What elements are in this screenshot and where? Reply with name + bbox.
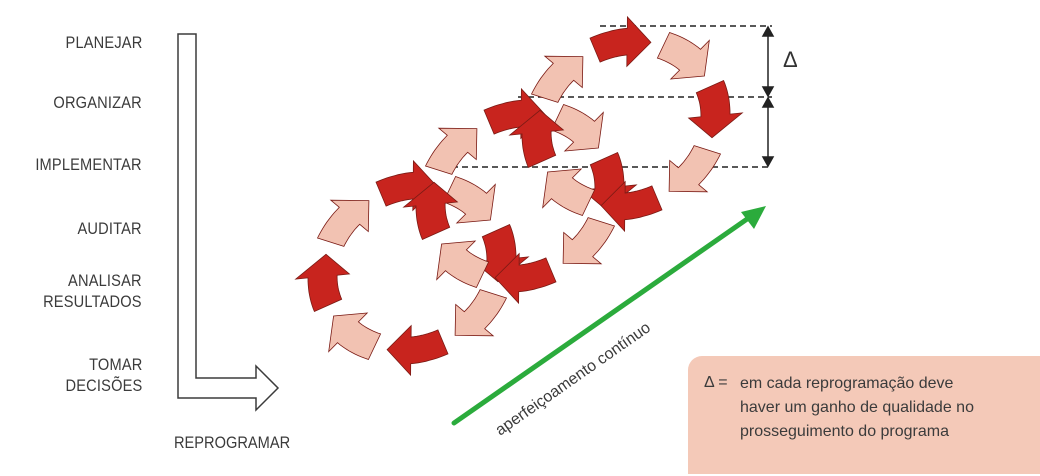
- cycle-3-arrow-6: [530, 55, 584, 103]
- improvement-arrow: [451, 206, 766, 426]
- cycle-2-arrow-6: [424, 127, 478, 175]
- cycle-2-arrow-3: [494, 252, 557, 305]
- cycle-1-arrow-3: [386, 324, 449, 377]
- note-box: Δ = em cada reprogramação deve haver um …: [688, 356, 1040, 474]
- delta-arrow-upper: [761, 25, 775, 98]
- cycle-2-arrow-8: [550, 104, 604, 152]
- cycle-1-arrow-6: [316, 199, 370, 247]
- delta-arrow-lower: [761, 96, 775, 168]
- cycle-1-arrow-5: [294, 253, 351, 313]
- cycle-2-arrow-5: [402, 181, 459, 241]
- cycle-3-arrow-4: [542, 168, 596, 216]
- cycle-3-arrow-8: [656, 32, 710, 80]
- delta-symbol: Δ: [783, 47, 798, 72]
- cycle-3-arrow-2: [668, 145, 722, 193]
- cycle-1-arrow-2: [454, 289, 508, 337]
- step-planejar: PLANEJAR: [65, 33, 142, 52]
- cycle-3-arrow-1: [687, 79, 744, 139]
- cycle-3-arrow-7: [589, 15, 652, 68]
- step-implementar: IMPLEMENTAR: [35, 155, 142, 174]
- step-tomar-decisoes: TOMAR DECISÕES: [65, 355, 142, 395]
- step-analisar-resultados: ANALISAR RESULTADOS: [43, 271, 142, 311]
- cycle-3-arrow-5: [508, 109, 565, 169]
- cycle-1-arrow-8: [442, 176, 496, 224]
- cycle-2-arrow-2: [562, 217, 616, 265]
- process-flow-arrow: [177, 33, 280, 412]
- step-auditar: AUDITAR: [77, 219, 142, 238]
- cycle-2-arrow-4: [436, 240, 490, 288]
- step-organizar: ORGANIZAR: [53, 93, 142, 112]
- cycle-1-arrow-4: [328, 312, 382, 360]
- improvement-cycles: [294, 15, 744, 377]
- cycle-3-arrow-3: [600, 180, 663, 233]
- note-delta-symbol: Δ =: [704, 374, 728, 391]
- note-text: em cada reprogramação deve haver um ganh…: [740, 375, 974, 440]
- reprogramar-label: REPROGRAMAR: [174, 433, 291, 452]
